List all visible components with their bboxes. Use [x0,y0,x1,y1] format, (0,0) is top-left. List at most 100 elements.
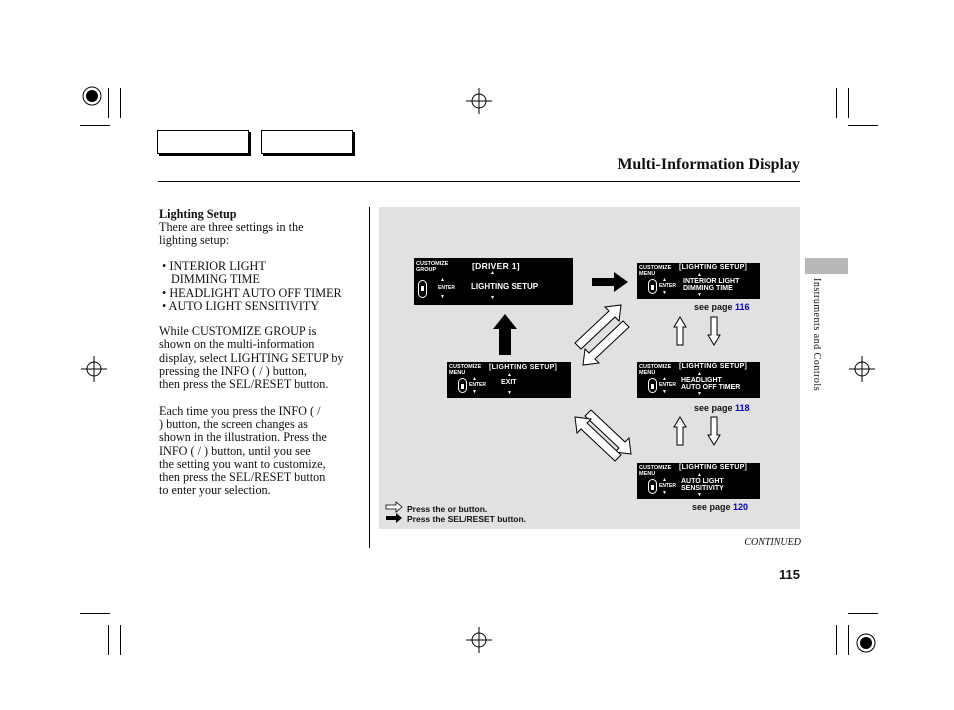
bullet-2: • HEADLIGHT AUTO OFF TIMER [162,286,342,300]
screen-option-line-2: SENSITIVITY [681,485,724,492]
screen-menu-line-2: MENU [639,471,656,477]
screen-menu-line-1: CUSTOMIZE [639,465,672,471]
nav-tab-box-2[interactable] [261,130,353,154]
nav-tab-box-1[interactable] [157,130,249,154]
screen-option: EXIT [501,379,517,386]
enter-label: ENTER [469,382,486,388]
down-triangle-icon: ▼ [697,391,702,397]
info-diagonal-arrows-lower-icon [574,409,632,462]
intro-line-2: lighting setup: [159,233,230,247]
flow-arrows [385,272,721,523]
legend-press-info: Press the or button. [407,504,488,514]
screen-interior-light: CUSTOMIZE MENU ▲ ENTER ▼ [LIGHTING SETUP… [637,263,760,299]
screen-header: [LIGHTING SETUP] [489,364,558,371]
up-triangle-icon: ▲ [662,376,667,382]
screen-menu-line-2: MENU [639,271,656,277]
page-title: Multi-Information Display [617,156,800,173]
screen-option-line-2: DIMMING TIME [683,285,733,292]
up-triangle-icon: ▲ [662,277,667,283]
sel-arrow-right-icon [592,272,628,292]
screen-header: [LIGHTING SETUP] [679,363,748,370]
up-triangle-icon: ▲ [490,270,495,276]
info-knob-icon [648,378,657,393]
screen-menu-line-1: CUSTOMIZE [449,364,482,370]
screen-header: [LIGHTING SETUP] [679,464,748,471]
para2-line-2: ) button, the screen changes as [159,417,308,431]
legend-outline-arrow-icon [385,501,403,513]
para1-line-1: While CUSTOMIZE GROUP is [159,324,317,338]
info-knob-icon [418,280,427,298]
down-triangle-icon: ▼ [490,295,495,301]
info-vertical-arrows-lower-icon [673,416,721,446]
sel-arrow-up-icon [493,314,517,355]
screen-option-line-2: AUTO OFF TIMER [681,384,741,391]
bullet-1-cont: DIMMING TIME [171,272,260,286]
page-link-120[interactable]: 120 [733,502,749,512]
see-label: see page [692,502,731,512]
up-triangle-icon: ▲ [472,376,477,382]
para1-line-5: then press the SEL/RESET button. [159,377,329,391]
column-divider [369,207,370,548]
section-side-label: Instruments and Controls [811,278,822,392]
enter-label: ENTER [659,283,676,289]
page-number: 115 [779,567,800,582]
section-heading: Lighting Setup [159,207,237,221]
screen-headlight: CUSTOMIZE MENU ▲ ENTER ▼ [LIGHTING SETUP… [637,362,760,398]
up-triangle-icon: ▲ [440,277,445,283]
see-page-120: see page 120 [692,502,748,512]
intro-line-1: There are three settings in the [159,220,304,234]
down-triangle-icon: ▼ [662,290,667,296]
enter-label: ENTER [438,285,455,291]
screen-auto-light: CUSTOMIZE MENU ▲ ENTER ▼ [LIGHTING SETUP… [637,463,760,499]
screen-header: [DRIVER 1] [472,261,520,271]
enter-label: ENTER [659,382,676,388]
up-triangle-icon: ▲ [697,472,702,478]
screen-option-line-1: INTERIOR LIGHT [683,278,740,285]
para2-line-5: the setting you want to customize, [159,457,326,471]
bullet-3: • AUTO LIGHT SENSITIVITY [162,299,320,313]
screen-menu-line-2: GROUP [416,267,437,273]
screen-exit: CUSTOMIZE MENU ▲ ENTER ▼ [LIGHTING SETUP… [447,362,571,398]
legend-solid-arrow-icon [386,513,402,523]
screen-customize-group: CUSTOMIZE GROUP ▲ ENTER ▼ [DRIVER 1] ▲ L… [414,258,573,305]
info-knob-icon [648,479,657,494]
para1-line-2: shown on the multi-information [159,337,315,351]
para2-line-7: to enter your selection. [159,483,271,497]
page-link-116[interactable]: 116 [735,302,750,312]
info-diagonal-arrows-upper-icon [574,304,630,366]
enter-label: ENTER [659,483,676,489]
screen-option: LIGHTING SETUP [471,282,539,291]
screen-menu-line-1: CUSTOMIZE [416,261,449,267]
see-page-118: see page 118 [694,403,750,413]
bullet-1: • INTERIOR LIGHT [162,259,266,273]
down-triangle-icon: ▼ [697,292,702,298]
screen-menu-line-2: MENU [449,370,466,376]
down-triangle-icon: ▼ [697,492,702,498]
down-triangle-icon: ▼ [472,389,477,395]
legend-press-sel: Press the SEL/RESET button. [407,514,527,524]
para2-line-4: INFO ( / ) button, until you see [159,444,311,458]
screen-menu-line-1: CUSTOMIZE [639,364,672,370]
screen-option-line-1: AUTO LIGHT [681,478,724,485]
info-knob-icon [458,378,467,393]
down-triangle-icon: ▼ [662,490,667,496]
section-side-tab [805,258,848,274]
up-triangle-icon: ▲ [697,371,702,377]
info-knob-icon [648,279,657,294]
see-label: see page [694,302,733,312]
page-link-118[interactable]: 118 [735,403,750,413]
screen-menu-line-1: CUSTOMIZE [639,265,672,271]
up-triangle-icon: ▲ [662,477,667,483]
down-triangle-icon: ▼ [507,390,512,396]
para2-line-1: Each time you press the INFO ( / [159,404,321,418]
screen-option-line-1: HEADLIGHT [681,377,722,384]
para1-line-3: display, select LIGHTING SETUP by [159,351,344,365]
para1-line-4: pressing the INFO ( / ) button, [159,364,307,378]
up-triangle-icon: ▲ [697,272,702,278]
screen-menu-line-2: MENU [639,370,656,376]
header-rule [158,181,800,182]
info-vertical-arrows-upper-icon [673,316,721,346]
down-triangle-icon: ▼ [440,294,445,300]
lighting-setup-diagram: CUSTOMIZE GROUP ▲ ENTER ▼ [DRIVER 1] ▲ L… [379,207,800,529]
